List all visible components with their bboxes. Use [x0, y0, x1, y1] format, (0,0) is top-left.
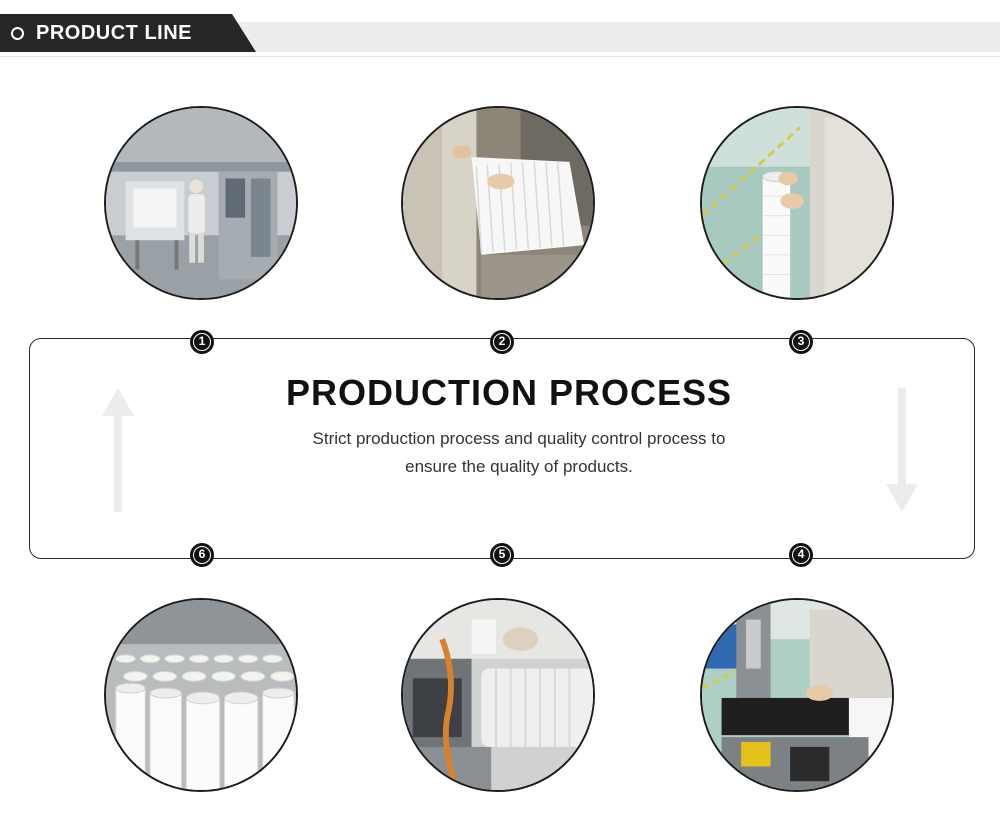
section-header: PRODUCT LINE [0, 14, 1000, 52]
ring-icon [11, 27, 24, 40]
step-badge-3: 3 [789, 330, 813, 354]
step-badge-1: 1 [190, 330, 214, 354]
header-divider [0, 56, 1000, 57]
down-arrow-icon [886, 388, 918, 512]
up-arrow-icon [102, 388, 134, 512]
header-tab: PRODUCT LINE [0, 14, 256, 52]
section-title: PRODUCT LINE [36, 22, 192, 44]
process-title: PRODUCTION PROCESS [285, 372, 733, 413]
folding-pleated-media-photo [401, 106, 595, 300]
step-badge-6: 6 [190, 543, 214, 567]
step-badge-2: 2 [490, 330, 514, 354]
process-description-line-2: ensure the quality of products. [405, 457, 633, 476]
step-badge-4: 4 [789, 543, 813, 567]
workshop-pleating-machines-photo [104, 106, 298, 300]
step-number: 6 [193, 546, 211, 564]
step-number: 4 [792, 546, 810, 564]
process-description: Strict production process and quality co… [0, 425, 1000, 481]
holding-filter-cartridge-photo [700, 106, 894, 300]
step-number: 3 [792, 333, 810, 351]
process-description-line-1: Strict production process and quality co… [312, 429, 726, 448]
finished-cartridges-photo [104, 598, 298, 792]
step-number: 1 [193, 333, 211, 351]
welding-cartridge-photo [401, 598, 595, 792]
step-badge-5: 5 [490, 543, 514, 567]
cutting-machine-photo [700, 598, 894, 792]
step-number: 5 [493, 546, 511, 564]
step-number: 2 [493, 333, 511, 351]
